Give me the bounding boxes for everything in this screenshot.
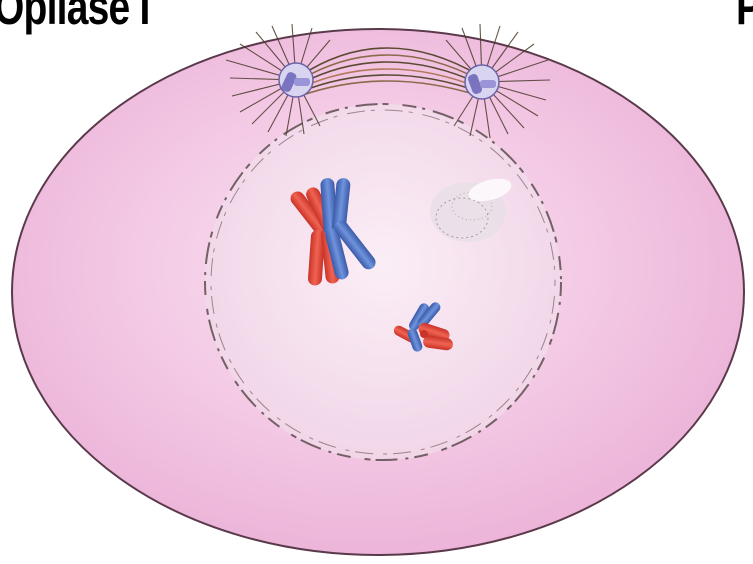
heading-left: Opliase I (0, 0, 150, 32)
centrosome-left-icon (279, 63, 313, 97)
centrosome-right-icon (465, 65, 499, 99)
heading-right: P (736, 0, 753, 32)
nucleus (205, 104, 561, 460)
